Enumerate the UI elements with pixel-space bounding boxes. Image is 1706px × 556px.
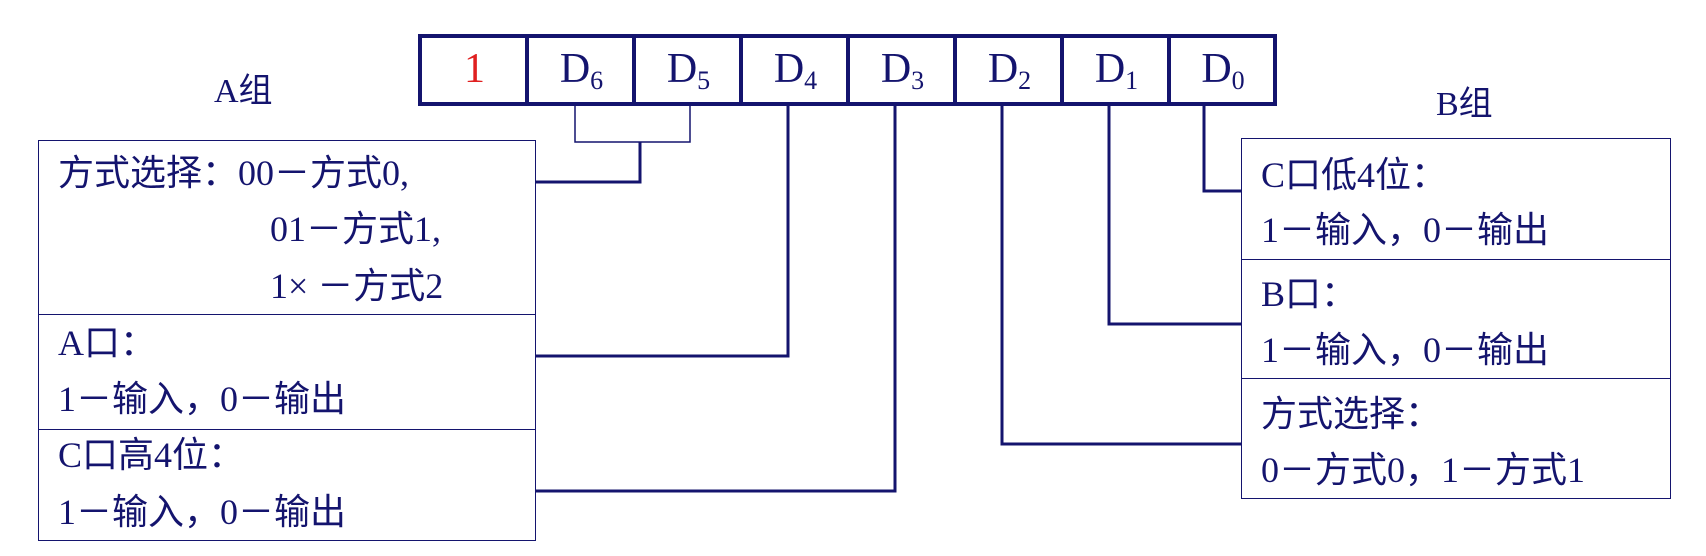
connector-d3-port-c-high <box>535 104 897 493</box>
bit-7-label: 1 <box>464 46 485 92</box>
group-b-port-c-low-title: C口低4位： <box>1261 155 1448 195</box>
group-b-label: B组 <box>1436 86 1493 123</box>
bit-d3-sub: 3 <box>911 66 925 95</box>
bit-d5-sub: 5 <box>697 66 711 95</box>
bit-d4-main: D <box>773 46 805 92</box>
connector-d1-port-b <box>1107 104 1242 326</box>
bit-d6-sub: 6 <box>590 66 604 95</box>
group-a-mode-line-2: 01－方式1, <box>270 209 442 249</box>
group-b-mode-title: 方式选择： <box>1261 394 1442 434</box>
bit-d4-sub: 4 <box>804 66 818 95</box>
group-b-port-b-title: B口： <box>1261 274 1358 314</box>
bit-d2-sub: 2 <box>1018 66 1032 95</box>
group-a-port-c-high-desc: 1－输入，0－输出 <box>58 492 347 532</box>
group-a-mode-line-3: 1× －方式2 <box>270 266 444 306</box>
connector-d4-port-a <box>535 104 790 358</box>
group-b-port-b-desc: 1－输入，0－输出 <box>1261 330 1550 370</box>
bit-d5-main: D <box>666 46 698 92</box>
group-b-mode-box <box>1241 378 1671 499</box>
bit-d0-main: D <box>1201 46 1232 92</box>
group-b-mode-desc: 0－方式0，1－方式1 <box>1261 450 1586 490</box>
group-a-mode-line-1: 方式选择：00－方式0, <box>58 153 410 193</box>
group-b-port-c-low-desc: 1－输入，0－输出 <box>1261 210 1550 250</box>
connector-d2-mode-b <box>1000 104 1242 446</box>
d6-d5-bracket <box>574 104 691 143</box>
connectors <box>535 104 1242 493</box>
bit-d2-main: D <box>987 46 1019 92</box>
register-dividers <box>525 36 1171 104</box>
bit-d1-sub: 1 <box>1125 66 1139 95</box>
group-a-port-a-desc: 1－输入，0－输出 <box>58 379 347 419</box>
group-a-port-c-high-box <box>38 429 536 541</box>
bit-d1-main: D <box>1094 46 1126 92</box>
group-a-port-c-high-title: C口高4位： <box>58 435 245 475</box>
bit-d3-main: D <box>880 46 912 92</box>
group-a-port-a-title: A口： <box>58 323 156 363</box>
connector-d6d5-mode <box>535 142 642 184</box>
bit-d0-sub: 0 <box>1231 66 1245 95</box>
connector-d0-port-c-low <box>1202 104 1242 193</box>
group-a-label: A组 <box>214 73 273 110</box>
bit-7-cell: 1 <box>422 38 527 100</box>
bit-d6-main: D <box>559 46 591 92</box>
